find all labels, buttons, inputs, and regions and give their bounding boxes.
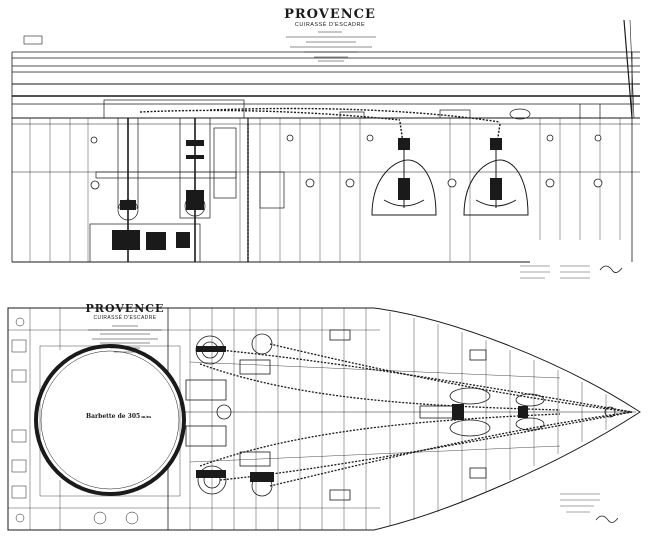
side-elevation-drawing — [11, 19, 640, 279]
top-ship-type: CUIRASSÉ D'ESCADRE — [294, 22, 366, 28]
top-title-fineprint — [286, 31, 376, 62]
bottom-ship-type: CUIRASSÉ D'ESCADRE — [93, 315, 157, 321]
bottom-title-block: PROVENCE CUIRASSÉ D'ESCADRE — [80, 303, 170, 321]
barbette-caption-unit: m/m — [141, 414, 152, 419]
barbette-caption: Barbette de 305m/m — [86, 413, 151, 420]
barbette-caption-label: Barbette de 305 — [86, 413, 141, 420]
top-ship-name: PROVENCE — [284, 7, 376, 22]
barbette-circle — [34, 344, 186, 496]
deck-plan-drawing — [7, 307, 641, 531]
bottom-ship-name: PROVENCE — [85, 302, 165, 315]
top-title-block: PROVENCE CUIRASSÉ D'ESCADRE — [260, 8, 400, 29]
